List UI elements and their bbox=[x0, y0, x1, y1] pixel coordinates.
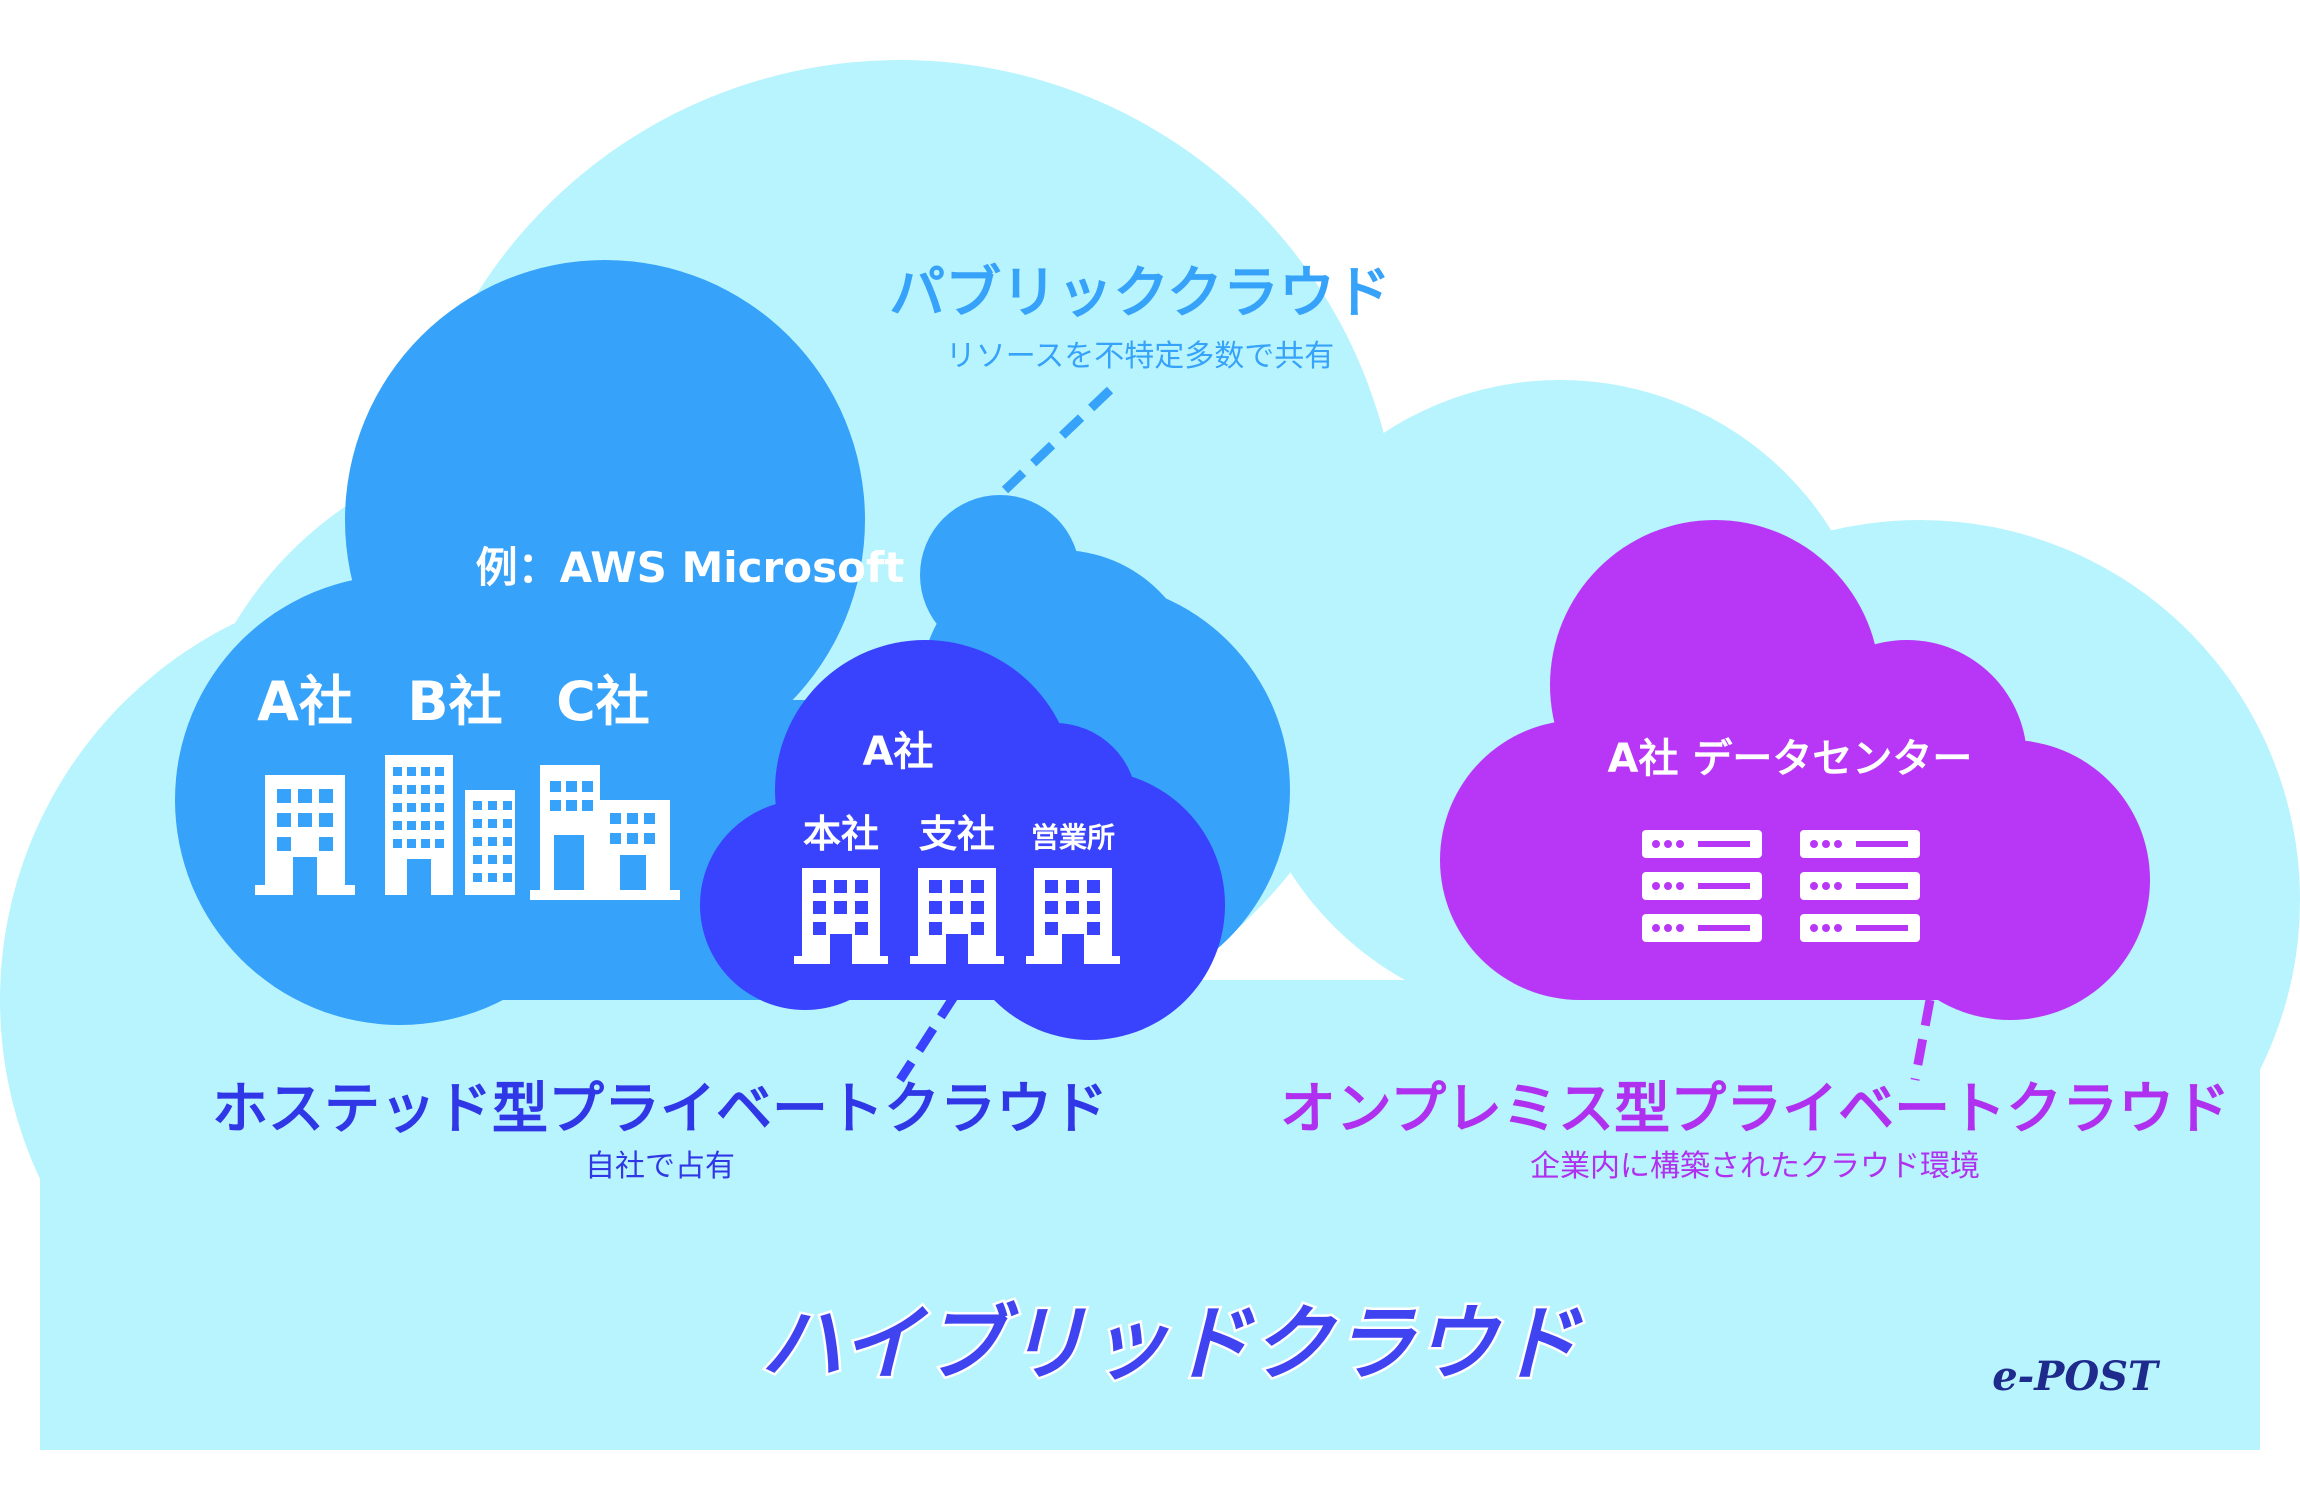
office-tower-icon bbox=[385, 755, 515, 895]
company-label-b: B社 bbox=[407, 670, 502, 733]
datacenter-heading: A社 データセンター bbox=[1608, 736, 1973, 782]
public-cloud-title: パブリッククラウド bbox=[889, 261, 1391, 326]
server-rack-icon bbox=[1642, 830, 1762, 942]
factory-building-icon bbox=[530, 765, 680, 900]
public-cloud-example: 例：AWS Microsoft bbox=[476, 543, 905, 592]
office-label-branch: 支社 bbox=[919, 812, 995, 856]
onprem-cloud-title: オンプレミス型プライベートクラウド bbox=[1280, 1077, 2230, 1142]
office-label-headquarters: 本社 bbox=[803, 812, 879, 856]
branch-building-icon bbox=[910, 868, 1004, 964]
onprem-connector-line bbox=[1910, 999, 1935, 1081]
sales-office-building-icon bbox=[1026, 868, 1120, 964]
headquarters-building-icon bbox=[794, 868, 888, 964]
building-icon bbox=[255, 775, 355, 895]
public-connector-line bbox=[1001, 386, 1114, 494]
hybrid-cloud-title: ハイブリッドクラウド bbox=[761, 1297, 1583, 1392]
hosted-company-label: A社 bbox=[863, 729, 934, 775]
public-cloud-subtitle: リソースを不特定多数で共有 bbox=[946, 339, 1335, 374]
hosted-connector-line bbox=[896, 992, 959, 1083]
server-rack-icon bbox=[1800, 830, 1920, 942]
onprem-cloud-subtitle: 企業内に構築されたクラウド環境 bbox=[1530, 1149, 1980, 1184]
office-label-sales: 営業所 bbox=[1031, 821, 1115, 854]
hosted-cloud-subtitle: 自社で占有 bbox=[585, 1149, 735, 1184]
company-label-c: C社 bbox=[556, 670, 650, 733]
company-label-a: A社 bbox=[257, 670, 353, 733]
epost-logo: e-POST bbox=[1992, 1353, 2161, 1400]
hosted-cloud-title: ホステッド型プライベートクラウド bbox=[212, 1077, 1108, 1142]
